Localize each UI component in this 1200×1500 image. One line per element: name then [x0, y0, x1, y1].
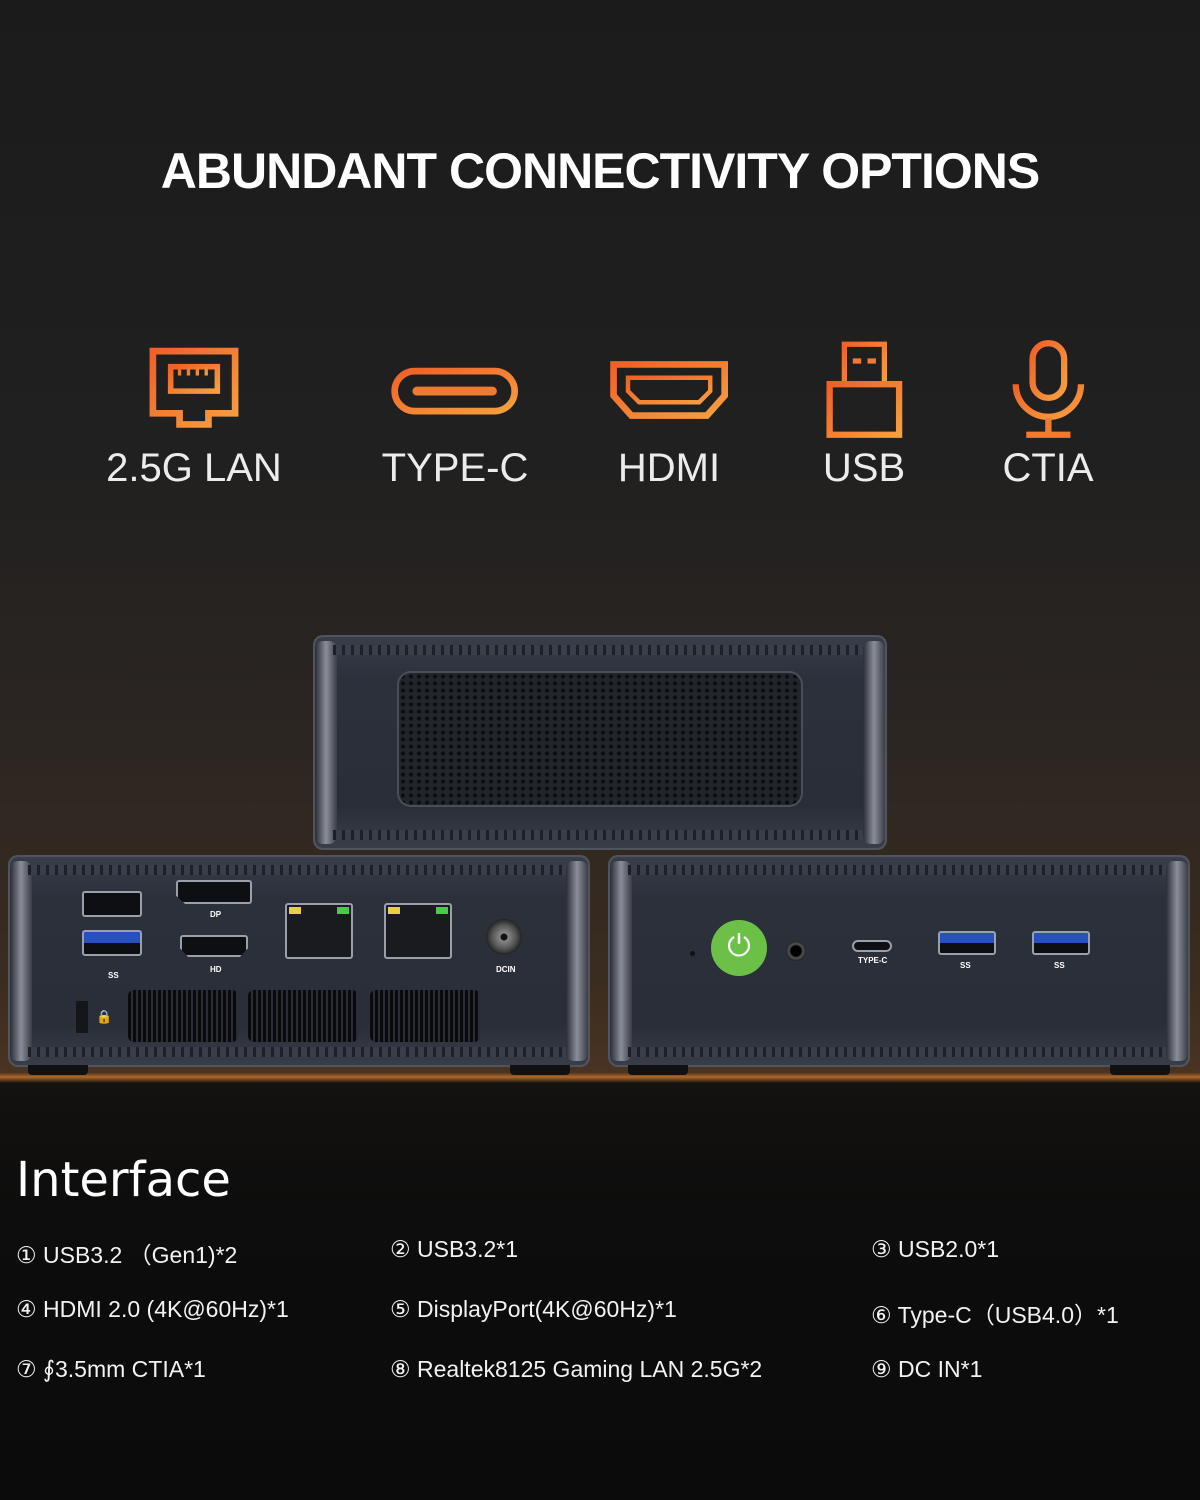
ss-usb-label: SS	[108, 971, 119, 980]
lock-icon: 🔒	[96, 1009, 113, 1024]
ss-usb-label: SS	[960, 961, 971, 970]
hd-label: HD	[210, 965, 222, 974]
spec-item: ⑦ ∮3.5mm CTIA*1	[16, 1356, 206, 1382]
type-c-icon	[391, 367, 519, 415]
spec-item: ⑥ Type-C（USB4.0）*1	[871, 1302, 1119, 1328]
spec-item: ③ USB2.0*1	[871, 1236, 1000, 1262]
displayport	[176, 880, 252, 904]
mini-pc-side-view	[313, 635, 887, 850]
microphone-icon	[1012, 340, 1084, 438]
feature-typec: TYPE-C	[345, 340, 565, 491]
feature-label: 2.5G LAN	[106, 446, 282, 490]
feature-label: USB	[822, 446, 906, 490]
mini-pc-rear-view: SS DP HD DCIN 🔒	[8, 855, 590, 1075]
feature-ctia: CTIA	[938, 340, 1158, 491]
feature-lan: 2.5G LAN	[84, 340, 304, 491]
vent-grill	[397, 671, 803, 807]
interface-heading: Interface	[16, 1152, 231, 1208]
kensington-lock-slot	[76, 1001, 88, 1033]
ethernet-icon	[149, 347, 239, 428]
usb3-port	[82, 930, 142, 956]
spec-item: ⑧ Realtek8125 Gaming LAN 2.5G*2	[390, 1356, 763, 1382]
spec-item: ⑤ DisplayPort(4K@60Hz)*1	[390, 1296, 677, 1322]
usb3-front-port-1	[938, 931, 996, 955]
lan-port-2	[384, 903, 452, 959]
power-button[interactable]: ⏻	[711, 920, 767, 976]
feature-hdmi: HDMI	[559, 340, 779, 491]
lan-port-1	[285, 903, 353, 959]
feature-usb: USB	[754, 340, 974, 491]
feature-label: HDMI	[617, 446, 721, 490]
dp-label: DP	[210, 910, 222, 919]
mini-pc-front-view: ⏻ TYPE-C SS SS	[608, 855, 1190, 1075]
spec-item: ② USB3.2*1	[390, 1236, 519, 1262]
typec-label: TYPE-C	[858, 956, 888, 965]
spec-item: ④ HDMI 2.0 (4K@60Hz)*1	[16, 1296, 289, 1322]
dc-in-jack	[486, 919, 522, 955]
spec-item: ① USB3.2 （Gen1)*2	[16, 1242, 238, 1268]
feature-label: CTIA	[1002, 446, 1094, 490]
type-c-port	[852, 940, 892, 952]
usb3-front-port-2	[1032, 931, 1090, 955]
spec-item: ⑨ DC IN*1	[871, 1356, 983, 1382]
usb-icon	[826, 341, 902, 438]
hdmi-icon	[610, 361, 728, 419]
hdmi-port	[180, 935, 248, 957]
usb2-port	[82, 891, 142, 917]
audio-jack	[786, 941, 806, 961]
feature-label: TYPE-C	[381, 446, 529, 490]
page-title: ABUNDANT CONNECTIVITY OPTIONS	[160, 143, 1040, 199]
ss-usb-label: SS	[1054, 961, 1065, 970]
dcin-label: DCIN	[496, 965, 516, 974]
